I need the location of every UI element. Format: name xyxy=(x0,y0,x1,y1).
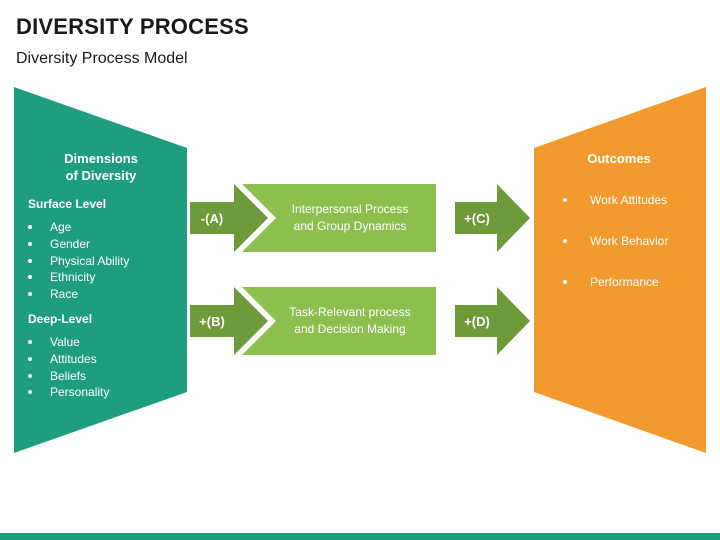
process-2-shape xyxy=(242,287,436,355)
surface-item: Race xyxy=(28,286,129,303)
dimensions-panel-shape xyxy=(14,87,187,453)
deep-item: Beliefs xyxy=(28,368,109,385)
arrow-a-shape xyxy=(190,184,268,252)
process-1-text: Interpersonal Process and Group Dynamics xyxy=(270,184,430,252)
arrow-b-shape xyxy=(190,287,268,355)
deep-item: Attitudes xyxy=(28,351,109,368)
arrow-a-label: -(A) xyxy=(200,210,224,226)
surface-level-label: Surface Level xyxy=(28,197,107,211)
dimensions-heading-line1: Dimensions xyxy=(64,151,138,166)
process-1-line2: and Group Dynamics xyxy=(293,219,407,233)
surface-level-list: Age Gender Physical Ability Ethnicity Ra… xyxy=(28,219,129,303)
page-subtitle: Diversity Process Model xyxy=(16,50,188,67)
process-2-line1: Task-Relevant process xyxy=(289,305,411,319)
outcome-item: Performance xyxy=(563,262,668,303)
deep-level-label: Deep-Level xyxy=(28,312,93,326)
deep-item: Personality xyxy=(28,384,109,401)
arrow-d-label: +(D) xyxy=(464,313,490,329)
outcomes-list: Work Attitudes Work Behavior Performance xyxy=(563,180,668,303)
surface-item: Ethnicity xyxy=(28,269,129,286)
page-title: DIVERSITY PROCESS xyxy=(16,14,249,39)
dimensions-heading-line2: of Diversity xyxy=(65,168,137,183)
arrow-c-shape xyxy=(455,184,530,252)
deep-level-list: Value Attitudes Beliefs Personality xyxy=(28,334,109,401)
process-2-text: Task-Relevant process and Decision Makin… xyxy=(270,287,430,355)
process-1-shape xyxy=(242,184,436,252)
arrow-c-label: +(C) xyxy=(464,210,490,226)
bottom-accent-bar xyxy=(0,533,720,540)
outcomes-heading: Outcomes xyxy=(587,151,651,166)
outcome-item: Work Attitudes xyxy=(563,180,668,221)
process-2-line2: and Decision Making xyxy=(294,322,406,336)
process-1-line1: Interpersonal Process xyxy=(291,202,409,216)
deep-item: Value xyxy=(28,334,109,351)
outcomes-panel-shape xyxy=(534,87,706,453)
arrow-b-label: +(B) xyxy=(199,313,225,329)
dimensions-heading: Dimensions of Diversity xyxy=(38,150,164,184)
surface-item: Age xyxy=(28,219,129,236)
arrow-d-shape xyxy=(455,287,530,355)
outcome-item: Work Behavior xyxy=(563,221,668,262)
surface-item: Physical Ability xyxy=(28,253,129,270)
surface-item: Gender xyxy=(28,236,129,253)
